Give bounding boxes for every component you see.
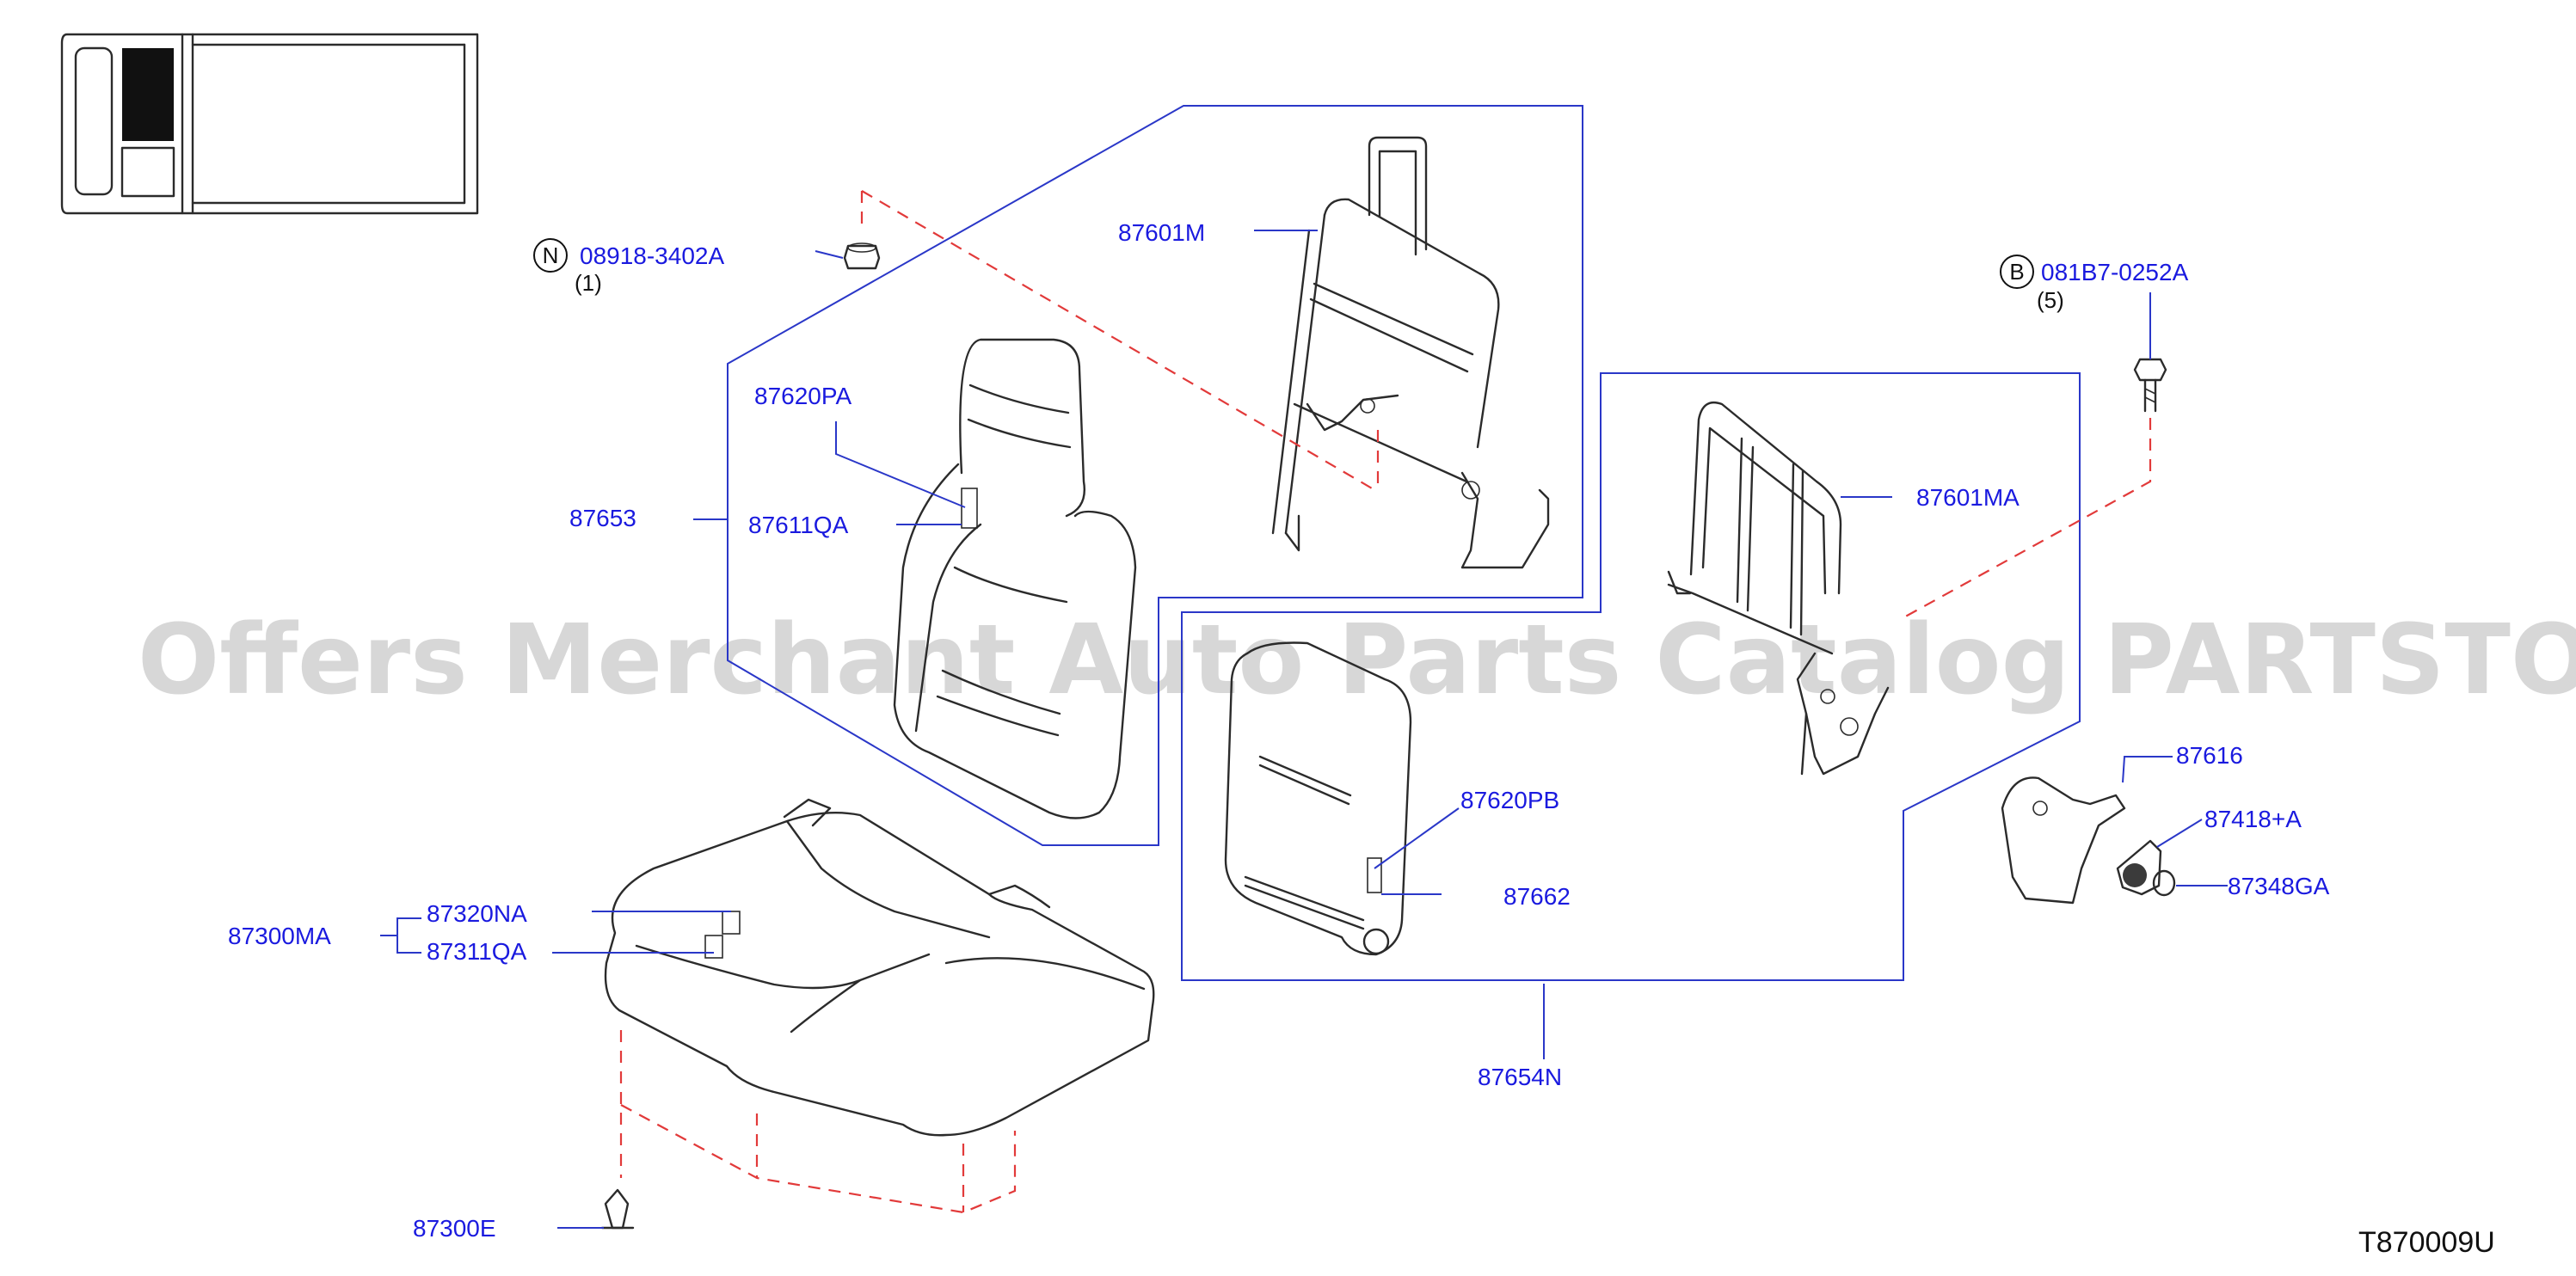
label-cover-plate-87616[interactable]: 87616: [2176, 742, 2243, 769]
label-cushion-87320na[interactable]: 87320NA: [427, 900, 527, 927]
dashed-guides: [619, 190, 2152, 1214]
label-bracket-87620pb[interactable]: 87620PB: [1460, 787, 1559, 813]
bolt-badge: B: [2000, 255, 2034, 289]
label-frame-87601ma[interactable]: 87601MA: [1916, 484, 2020, 511]
leader-lines: [380, 230, 2228, 1229]
seat-frame-87601m: [1271, 136, 1550, 569]
diagram-reference: T870009U: [2358, 1226, 2495, 1259]
label-frame-87601m[interactable]: 87601M: [1118, 219, 1205, 246]
nut-badge: N: [533, 238, 568, 273]
clip-87300e: [600, 1188, 635, 1230]
label-bolt-code[interactable]: 081B7-0252A: [2041, 259, 2189, 285]
label-cushion-87300ma[interactable]: 87300MA: [228, 923, 331, 949]
label-seatback-87654n[interactable]: 87654N: [1478, 1064, 1562, 1090]
watermark: Offers Merchant Auto Parts Catalog PARTS…: [138, 604, 2576, 716]
label-nut-qty: (1): [575, 270, 602, 296]
label-bolt-qty: (5): [2037, 287, 2064, 313]
bolt-081b7-0252a: [2133, 358, 2167, 413]
label-clip-87300e[interactable]: 87300E: [413, 1215, 496, 1242]
svg-text:N: N: [543, 242, 559, 268]
vehicle-locator-icon: [60, 33, 479, 215]
knob-87418a: [2116, 839, 2162, 896]
seatback-assembly-n-outline: [1181, 372, 2081, 981]
label-seatback-87653[interactable]: 87653: [569, 505, 636, 531]
label-cover-87662[interactable]: 87662: [1503, 883, 1571, 910]
cover-plate-87616: [2001, 776, 2126, 905]
cap-87348ga: [2152, 869, 2176, 897]
seatback-87653: [893, 338, 1137, 819]
label-cushion-87311qa[interactable]: 87311QA: [427, 938, 527, 965]
seat-frame-87601ma: [1667, 401, 1890, 776]
label-nut-code[interactable]: 08918-3402A: [580, 242, 724, 269]
label-knob-87418a[interactable]: 87418+A: [2204, 806, 2302, 832]
label-bracket-87620pa[interactable]: 87620PA: [754, 383, 851, 409]
seatback-assembly-outline: [727, 105, 1583, 846]
seat-cushion-87300ma: [604, 798, 1155, 1137]
nut-08918-3402a: [843, 242, 881, 270]
label-bracket-87611qa[interactable]: 87611QA: [748, 512, 849, 538]
highlighted-seat-icon: [122, 48, 174, 141]
svg-text:B: B: [2009, 259, 2024, 285]
seatback-87654n: [1224, 641, 1412, 956]
label-cap-87348ga[interactable]: 87348GA: [2228, 873, 2330, 899]
